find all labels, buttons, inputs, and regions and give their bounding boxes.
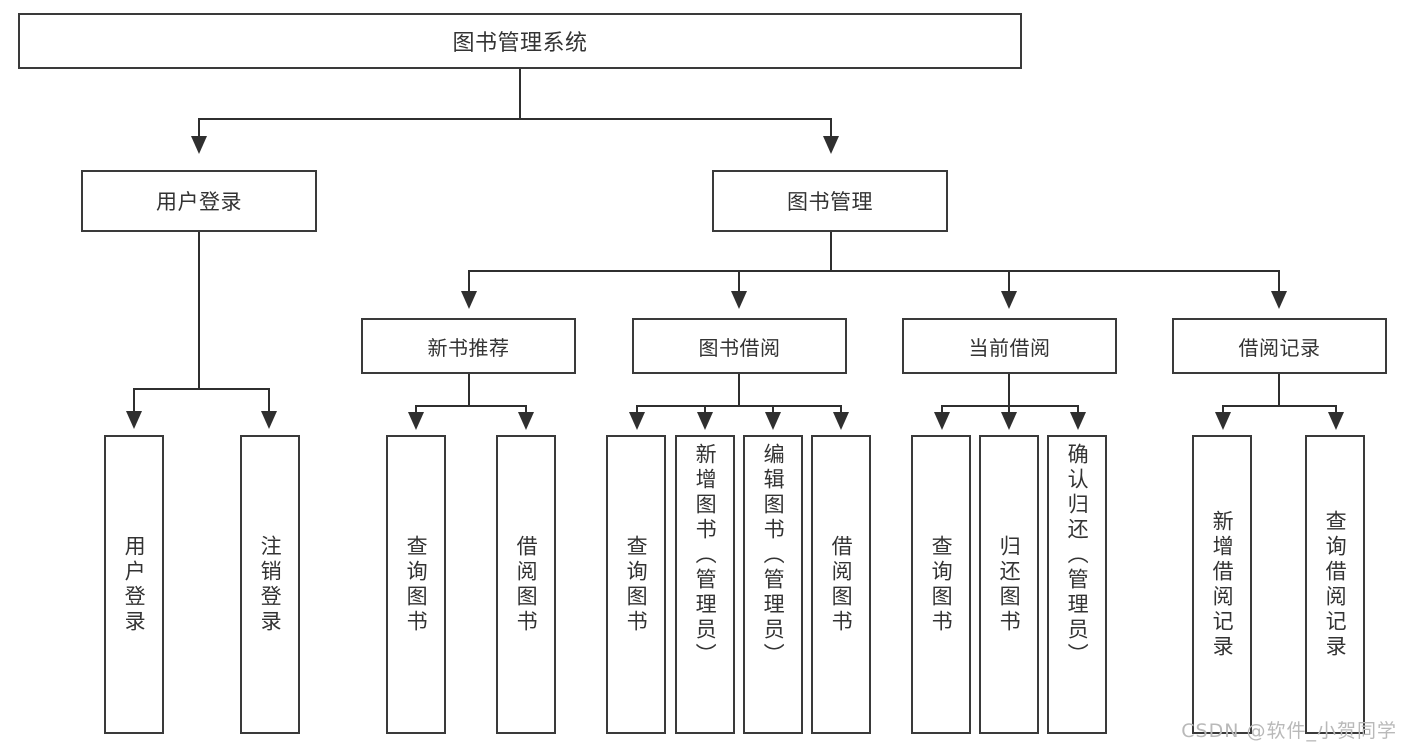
connector-new-book-stem (468, 374, 470, 406)
arrowhead-nb-leaf-2 (518, 412, 534, 430)
connector-bb-child-3 (772, 405, 774, 414)
connector-br-child-2 (1335, 405, 1337, 414)
arrowhead-br-leaf-1 (1215, 412, 1231, 430)
node-label: 用户登录 (156, 190, 242, 214)
arrowhead-book-borrow (731, 291, 747, 309)
node-label: 图书管理 (787, 190, 873, 214)
arrowhead-cb-leaf-3 (1070, 412, 1086, 430)
connector-user-login-bus (133, 388, 270, 390)
connector-root-to-book-manage (830, 118, 832, 138)
connector-bb-child-1 (636, 405, 638, 414)
arrowhead-br-leaf-2 (1328, 412, 1344, 430)
connector-book-manage-stem (830, 232, 832, 271)
leaf-label: 用户登录 (122, 534, 147, 635)
leaf-query-book-current[interactable]: 查询图书 (911, 435, 971, 734)
arrowhead-cb-leaf-2 (1001, 412, 1017, 430)
leaf-label: 查询图书 (624, 534, 649, 635)
leaf-label: 查询图书 (929, 534, 954, 635)
leaf-label: 查询借阅记录 (1323, 509, 1348, 660)
leaf-query-book-recommend[interactable]: 查询图书 (386, 435, 446, 734)
leaf-borrow-book-recommend[interactable]: 借阅图书 (496, 435, 556, 734)
connector-user-login-stem (198, 232, 200, 389)
leaf-label: 借阅图书 (829, 534, 854, 635)
arrowhead-nb-leaf-1 (408, 412, 424, 430)
arrowhead-new-book (461, 291, 477, 309)
arrowhead-bb-leaf-2 (697, 412, 713, 430)
connector-cb-child-1 (941, 405, 943, 414)
connector-root-bus (198, 118, 832, 120)
leaf-label: 新增借阅记录 (1210, 509, 1235, 660)
node-root-system[interactable]: 图书管理系统 (18, 13, 1022, 69)
connector-to-current-borrow (1008, 270, 1010, 293)
leaf-label: 归还图书 (997, 534, 1022, 635)
connector-book-manage-bus (468, 270, 1280, 272)
connector-user-login-child-1 (133, 388, 135, 413)
leaf-label: 注销登录 (258, 534, 283, 635)
arrowhead-bb-leaf-4 (833, 412, 849, 430)
node-label: 借阅记录 (1238, 335, 1321, 360)
leaf-logout[interactable]: 注销登录 (240, 435, 300, 734)
arrowhead-book-manage (823, 136, 839, 154)
arrowhead-current-borrow (1001, 291, 1017, 309)
leaf-query-borrow-record[interactable]: 查询借阅记录 (1305, 435, 1365, 734)
connector-new-book-bus (415, 405, 527, 407)
connector-current-borrow-bus (941, 405, 1079, 407)
connector-book-borrow-stem (738, 374, 740, 406)
node-borrow-record[interactable]: 借阅记录 (1172, 318, 1387, 374)
arrowhead-bb-leaf-3 (765, 412, 781, 430)
leaf-label: 确认归还（管理员） (1065, 443, 1090, 668)
leaf-return-book[interactable]: 归还图书 (979, 435, 1039, 734)
connector-cb-child-2 (1008, 405, 1010, 414)
arrowhead-borrow-record (1271, 291, 1287, 309)
connector-user-login-child-2 (268, 388, 270, 413)
arrowhead-cb-leaf-1 (934, 412, 950, 430)
leaf-add-book-admin[interactable]: 新增图书（管理员） (675, 435, 735, 734)
leaf-edit-book-admin[interactable]: 编辑图书（管理员） (743, 435, 803, 734)
connector-bb-child-2 (704, 405, 706, 414)
leaf-query-book-borrow[interactable]: 查询图书 (606, 435, 666, 734)
leaf-user-login[interactable]: 用户登录 (104, 435, 164, 734)
connector-to-new-book (468, 270, 470, 293)
connector-root-to-user-login (198, 118, 200, 138)
connector-cb-child-3 (1077, 405, 1079, 414)
connector-to-book-borrow (738, 270, 740, 293)
leaf-borrow-book-action[interactable]: 借阅图书 (811, 435, 871, 734)
arrowhead-leaf-user-login (126, 411, 142, 429)
arrowhead-bb-leaf-1 (629, 412, 645, 430)
node-current-borrow[interactable]: 当前借阅 (902, 318, 1117, 374)
node-book-manage[interactable]: 图书管理 (712, 170, 948, 232)
connector-to-borrow-record (1278, 270, 1280, 293)
connector-borrow-record-stem (1278, 374, 1280, 406)
connector-bb-child-4 (840, 405, 842, 414)
connector-borrow-record-bus (1222, 405, 1337, 407)
leaf-label: 新增图书（管理员） (693, 443, 718, 668)
node-label: 当前借阅 (968, 335, 1051, 360)
arrowhead-user-login (191, 136, 207, 154)
node-label: 图书借阅 (698, 335, 781, 360)
node-label: 新书推荐 (427, 335, 510, 360)
connector-current-borrow-stem (1008, 374, 1010, 406)
connector-root-stem (519, 69, 521, 119)
connector-book-borrow-bus (636, 405, 842, 407)
node-label: 图书管理系统 (452, 31, 588, 56)
node-book-borrow[interactable]: 图书借阅 (632, 318, 847, 374)
leaf-confirm-return-admin[interactable]: 确认归还（管理员） (1047, 435, 1107, 734)
leaf-label: 编辑图书（管理员） (761, 443, 786, 668)
leaf-label: 查询图书 (404, 534, 429, 635)
arrowhead-leaf-logout (261, 411, 277, 429)
connector-new-book-child-2 (525, 405, 527, 414)
connector-new-book-child-1 (415, 405, 417, 414)
node-user-login[interactable]: 用户登录 (81, 170, 317, 232)
connector-br-child-1 (1222, 405, 1224, 414)
leaf-label: 借阅图书 (514, 534, 539, 635)
node-new-book-recommend[interactable]: 新书推荐 (361, 318, 576, 374)
leaf-add-borrow-record[interactable]: 新增借阅记录 (1192, 435, 1252, 734)
